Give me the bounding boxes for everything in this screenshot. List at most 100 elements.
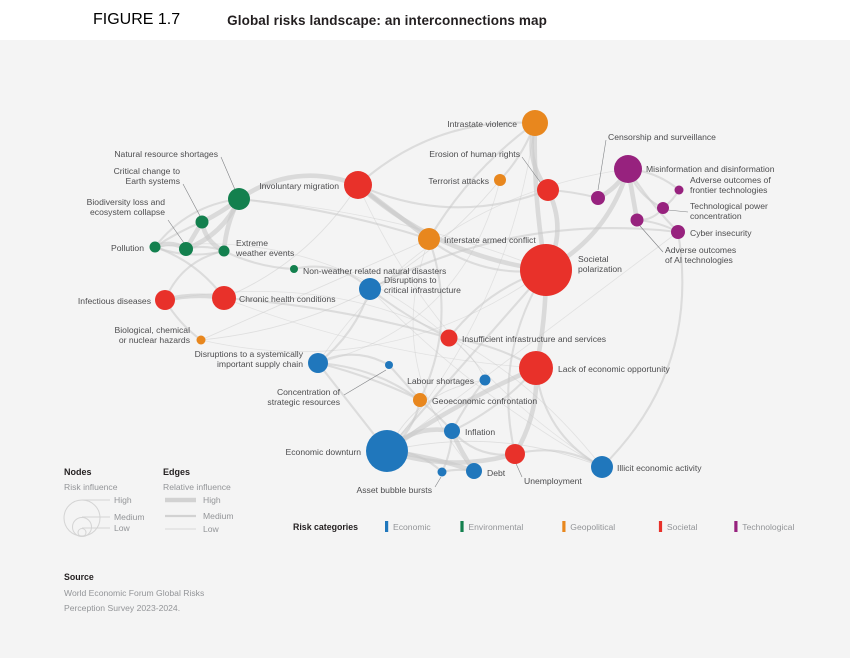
graph-edge — [368, 227, 680, 291]
risk-node[interactable]: Technological power concentration — [657, 202, 669, 214]
label-leader-line — [434, 476, 442, 488]
risk-node-label: Labour shortages — [407, 376, 474, 386]
risk-node[interactable]: Infectious diseases — [155, 290, 175, 310]
risk-node[interactable]: Non-weather related natural disasters — [290, 265, 298, 273]
risk-node-label: Censorship and surveillance — [608, 132, 716, 142]
risk-node-label: Interstate armed conflict — [444, 235, 536, 245]
risk-node[interactable]: Cyber insecurity — [671, 225, 685, 239]
risk-node-label: Chronic health conditions — [239, 294, 336, 304]
risk-node[interactable]: Intrastate violence — [522, 110, 548, 136]
figure-number: FIGURE 1.7 — [93, 11, 181, 28]
graph-edge — [385, 268, 548, 453]
risk-node-label: Natural resource shortages — [114, 149, 218, 159]
risk-node-label: Technological power — [690, 201, 768, 211]
risk-node-label: Erosion of human rights — [429, 149, 520, 159]
risk-node[interactable]: Concentration of strategic resources — [385, 361, 393, 369]
graph-edge — [222, 249, 296, 271]
risk-node[interactable]: Insufficient infrastructure and services — [440, 329, 458, 347]
graph-edge — [600, 230, 684, 469]
risk-node[interactable]: Asset bubble bursts — [437, 467, 447, 477]
risk-node-label: Geoeconomic confrontation — [432, 396, 537, 406]
graph-edge — [317, 179, 501, 364]
risk-node-label: of AI technologies — [665, 255, 733, 265]
label-leader-line — [343, 369, 387, 396]
leader-lines-layer — [167, 139, 689, 488]
graph-edge — [418, 237, 443, 402]
risk-node-label: Societal — [578, 254, 609, 264]
graph-edge — [223, 297, 537, 369]
risk-node[interactable]: Interstate armed conflict — [418, 228, 440, 250]
graph-edge — [356, 183, 550, 209]
label-leader-line — [182, 183, 201, 217]
graph-edge — [154, 243, 450, 339]
risk-node[interactable]: Biological, chemical or nuclear hazards — [196, 335, 206, 345]
graph-edge — [237, 197, 431, 241]
graph-edge — [164, 290, 603, 468]
graph-edge — [412, 238, 475, 472]
risk-node-label: weather events — [235, 248, 294, 258]
graph-edge — [357, 184, 603, 468]
risk-node[interactable]: Terrorist attacks — [494, 174, 506, 186]
risk-node[interactable]: Censorship and surveillance — [591, 191, 605, 205]
risk-node[interactable]: Critical change to Earth systems — [195, 215, 209, 229]
risk-node-label: concentration — [690, 211, 742, 221]
risk-node-label: critical infrastructure — [384, 285, 461, 295]
risk-node-label: Terrorist attacks — [428, 176, 489, 186]
risk-node-label: Earth systems — [126, 176, 180, 186]
risk-node-label: Misinformation and disinformation — [646, 164, 775, 174]
risk-node[interactable]: Chronic health conditions — [212, 286, 236, 310]
graph-edge — [236, 173, 361, 202]
graph-edge — [427, 121, 537, 241]
graph-edge — [222, 296, 451, 340]
label-leader-line — [597, 139, 607, 191]
risk-node[interactable]: Lack of economic opportunity — [519, 351, 553, 385]
risk-node[interactable]: Misinformation and disinformation — [614, 155, 642, 183]
risk-node[interactable]: Extreme weather events — [218, 245, 230, 257]
risk-node-label: ecosystem collapse — [90, 207, 165, 217]
risk-node-label: Concentration of — [277, 387, 341, 397]
risk-node-label: Critical change to — [114, 166, 181, 176]
graph-edge — [356, 121, 537, 187]
figure-header: FIGURE 1.7 Global risks landscape: an in… — [0, 0, 850, 40]
risk-node[interactable]: Adverse outcomes of AI technologies — [630, 213, 644, 227]
label-leader-line — [667, 209, 689, 213]
risk-node-label: Inflation — [465, 427, 495, 437]
graph-edge — [238, 198, 547, 271]
risk-node-label: Unemployment — [524, 476, 582, 486]
risk-node[interactable]: Unemployment — [505, 444, 525, 464]
risk-node[interactable]: Geoeconomic confrontation — [413, 393, 427, 407]
risk-node-label: Illicit economic activity — [617, 463, 702, 473]
risk-node[interactable]: Economic downturn — [366, 430, 408, 472]
graph-edge — [386, 440, 603, 468]
risk-node[interactable]: Disruptions to critical infrastructure — [359, 278, 381, 300]
risk-node[interactable]: Involuntary migration — [344, 171, 372, 199]
graph-edge — [223, 184, 359, 299]
risk-node-label: Non-weather related natural disasters — [303, 266, 446, 276]
risk-node[interactable]: Pollution — [149, 241, 161, 253]
risk-node[interactable]: Biodiversity loss and ecosystem collapse — [179, 242, 193, 256]
risk-node-label: Adverse outcomes — [665, 245, 736, 255]
risk-node-label: Economic downturn — [286, 447, 362, 457]
risk-node-label: Insufficient infrastructure and services — [462, 334, 606, 344]
risk-node-label: Disruptions to — [384, 275, 437, 285]
graph-edge — [200, 269, 547, 353]
graph-edge — [386, 231, 679, 452]
risk-node[interactable]: Disruptions to a systemically important … — [308, 353, 328, 373]
risk-node[interactable]: Adverse outcomes of frontier technologie… — [674, 185, 684, 195]
risk-node[interactable]: Illicit economic activity — [591, 456, 613, 478]
risk-node[interactable]: Labour shortages — [479, 374, 491, 386]
risk-node-label: frontier technologies — [690, 185, 767, 195]
graph-edge — [386, 122, 536, 452]
risk-node[interactable]: Inflation — [444, 423, 460, 439]
risk-node[interactable]: Debt — [466, 463, 482, 479]
risk-node[interactable]: Natural resource shortages — [228, 188, 250, 210]
risk-node-label: Extreme — [236, 238, 268, 248]
risk-node-label: Intrastate violence — [447, 119, 517, 129]
risk-node-label: Lack of economic opportunity — [558, 364, 670, 374]
risk-node-label: Involuntary migration — [259, 181, 339, 191]
risk-node[interactable]: Erosion of human rights — [537, 179, 559, 201]
risk-node-label: Asset bubble bursts — [357, 485, 432, 495]
risk-node[interactable]: Societal polarization — [520, 244, 572, 296]
